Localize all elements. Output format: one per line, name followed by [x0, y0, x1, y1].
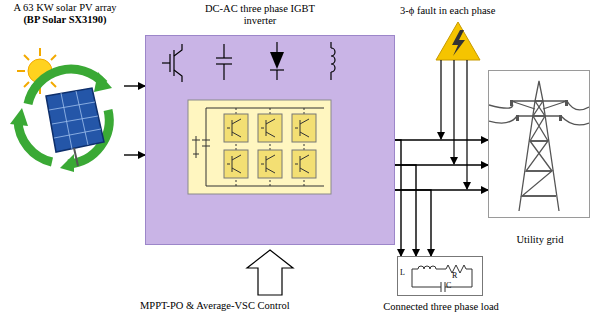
- igbt-switch: [224, 150, 248, 178]
- connector: [124, 154, 145, 155]
- inverter-box: DC-AC three phase IGBT inverter: [145, 35, 395, 245]
- igbt-switch: [258, 150, 282, 178]
- pv-illustration: [8, 44, 122, 172]
- connector: [395, 140, 401, 256]
- connector: [395, 165, 416, 256]
- igbt-symbol: [261, 119, 275, 137]
- node-subheading: (BP Solar SX3190): [6, 14, 124, 26]
- pv-array: A 63 KW solar PV array(BP Solar SX3190): [6, 2, 124, 172]
- igbt-switch: [292, 150, 316, 178]
- control-label: MPPT-PO & Average-VSC Control: [140, 300, 290, 312]
- fault-label: 3-ϕ fault in each phase: [400, 5, 495, 17]
- inverter-symbols: [146, 36, 394, 244]
- igbt-switch: [258, 114, 282, 142]
- igbt-symbol: [227, 119, 241, 137]
- component-letter: C: [446, 281, 451, 290]
- control-arrow: [247, 250, 293, 295]
- igbt-symbol: [295, 119, 309, 137]
- igbt-symbol: [227, 155, 241, 173]
- component-letter: L: [400, 268, 405, 277]
- load-circuit: [398, 257, 482, 295]
- igbt-switch: [224, 114, 248, 142]
- fault-wires: [441, 60, 467, 189]
- connector: [395, 190, 431, 256]
- connector: [395, 139, 488, 140]
- igbt-symbol: [295, 155, 309, 173]
- igbt-symbol: [261, 155, 275, 173]
- fault-symbol: [436, 22, 480, 60]
- component-letter: R: [452, 271, 457, 280]
- transmission-tower: [489, 71, 589, 217]
- node-label: Utility grid: [479, 234, 593, 246]
- node-heading: A 63 KW solar PV array: [6, 2, 124, 14]
- load-box: Connected three phase load: [397, 256, 483, 296]
- igbt-switch: [292, 114, 316, 142]
- utility-grid: Utility grid: [488, 70, 590, 218]
- connector: [124, 85, 145, 86]
- node-label: Connected three phase load: [378, 301, 504, 313]
- node-heading: DC-AC three phase IGBT inverter: [196, 3, 324, 27]
